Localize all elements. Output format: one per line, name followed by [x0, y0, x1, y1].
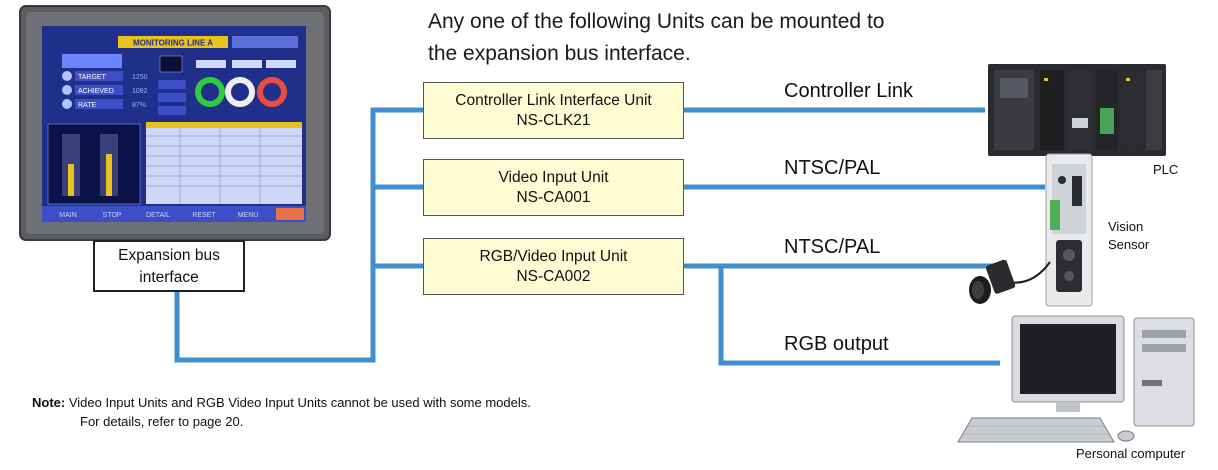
connection-lines	[174, 107, 1045, 366]
vision-sensor-illustration	[969, 153, 1093, 307]
unit-box-video-input: Video Input Unit NS-CA001	[423, 159, 684, 216]
heading-line-1: Any one of the following Units can be mo…	[428, 10, 885, 33]
unit-name: Video Input Unit	[498, 169, 609, 186]
vision-label-line-2: Sensor	[1108, 237, 1150, 252]
note: Note: Video Input Units and RGB Video In…	[32, 393, 531, 431]
expansion-bus-line-2: interface	[139, 269, 199, 286]
unit-box-controller-link: Controller Link Interface Unit NS-CLK21	[423, 82, 684, 139]
hmi-panel-illustration: MONITORING LINE A TARGET ACHIEVED RATE 1…	[19, 5, 331, 241]
hmi-footer-5: MENU	[238, 212, 259, 219]
ntsc-pal-label-2: NTSC/PAL	[784, 236, 881, 258]
hmi-footer-4: RESET	[192, 212, 216, 219]
plc-label: PLC	[1153, 162, 1179, 177]
bus-line	[174, 107, 423, 363]
hmi-footer-1: MAIN	[59, 212, 77, 219]
hmi-value-3: 87%	[132, 102, 146, 109]
note-text-1: Video Input Units and RGB Video Input Un…	[68, 395, 531, 410]
heading: Any one of the following Units can be mo…	[428, 6, 988, 70]
pc-illustration	[957, 315, 1195, 443]
hmi-row-2: ACHIEVED	[78, 88, 114, 95]
unit-model: NS-CA001	[516, 189, 591, 206]
note-label: Note:	[32, 395, 66, 410]
controller-link-label: Controller Link	[784, 80, 913, 102]
hmi-value-2: 1082	[132, 88, 148, 95]
unit-name: RGB/Video Input Unit	[479, 248, 628, 265]
vision-sensor-label: Vision Sensor	[1108, 218, 1149, 254]
hmi-row-3: RATE	[78, 102, 96, 109]
vision-label-line-1: Vision	[1108, 219, 1144, 234]
rgb-output-label: RGB output	[784, 333, 889, 355]
heading-line-2: the expansion bus interface.	[428, 42, 691, 65]
unit-model: NS-CA002	[516, 268, 591, 285]
hmi-row-1: TARGET	[78, 74, 107, 81]
expansion-bus-label: Expansion bus interface	[93, 240, 245, 292]
note-text-2: For details, refer to page 20.	[80, 414, 244, 429]
hmi-value-1: 1250	[132, 74, 148, 81]
hmi-title: MONITORING LINE A	[133, 39, 213, 48]
rgb-output-line	[718, 266, 1000, 366]
unit-box-rgb-video-input: RGB/Video Input Unit NS-CA002	[423, 238, 684, 295]
hmi-footer-2: STOP	[103, 212, 122, 219]
pc-label: Personal computer	[1076, 446, 1186, 461]
unit-name: Controller Link Interface Unit	[455, 92, 652, 109]
unit-model: NS-CLK21	[516, 112, 591, 129]
hmi-footer-3: DETAIL	[146, 212, 170, 219]
note-line-2: For details, refer to page 20.	[32, 412, 531, 431]
note-line-1: Note: Video Input Units and RGB Video In…	[32, 393, 531, 412]
ntsc-pal-label-1: NTSC/PAL	[784, 157, 881, 179]
plc-illustration	[988, 64, 1166, 156]
expansion-bus-line-1: Expansion bus	[118, 247, 220, 264]
